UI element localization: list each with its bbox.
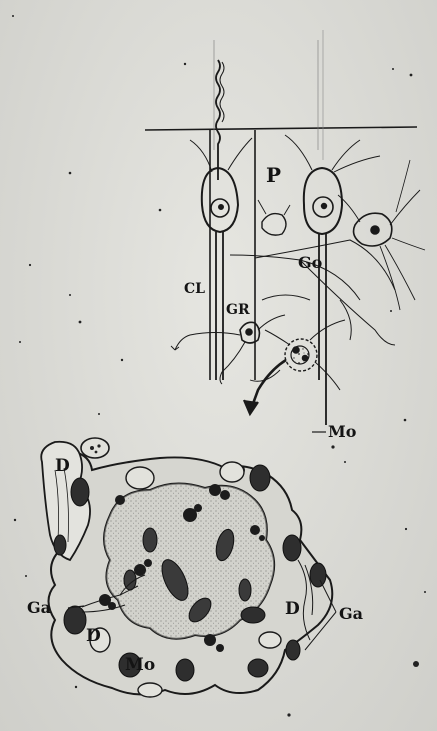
stellate-cell-right (338, 160, 425, 310)
surface-line (145, 127, 417, 130)
climbing-fiber (216, 60, 220, 180)
label-ga-right: Ga (339, 606, 363, 622)
purkinje-cell-right (285, 135, 380, 425)
terminal-top (81, 438, 109, 458)
label-cl: CL (184, 282, 205, 296)
upper-panel (145, 30, 425, 432)
label-d-right: D (285, 601, 300, 618)
label-d-top: D (55, 458, 70, 475)
label-d-left: D (86, 628, 101, 645)
label-mo-top: Mo (328, 424, 356, 440)
lower-panel (41, 438, 336, 697)
small-cell (258, 200, 290, 235)
label-mo-bottom: Mo (125, 657, 155, 674)
granule-cell (171, 315, 285, 384)
label-go: Go (298, 255, 322, 271)
label-gr: GR (226, 303, 250, 317)
label-ga-left: Ga (27, 600, 51, 616)
purkinje-cell-left (190, 138, 252, 380)
label-p: P (266, 165, 281, 185)
